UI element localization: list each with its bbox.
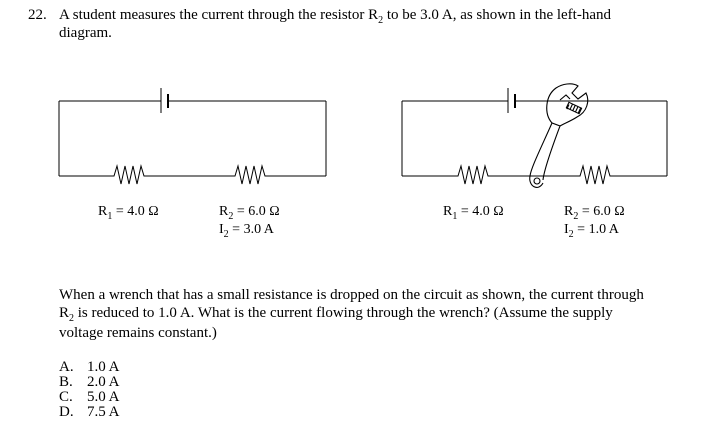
left-resistors <box>59 164 326 185</box>
wrench-hole <box>533 177 541 185</box>
left-circuit <box>58 88 327 185</box>
question-stem-line2: diagram. <box>59 25 112 41</box>
question-stem-line1: A student measures the current through t… <box>59 7 611 26</box>
left-r1-label: R1 = 4.0 Ω <box>98 204 159 222</box>
choice-d[interactable]: D.7.5 A <box>59 404 120 420</box>
wrench-drawing <box>529 83 589 188</box>
right-circuit <box>401 88 668 185</box>
choice-a[interactable]: A.1.0 A <box>59 359 120 375</box>
right-r2-label: R2 = 6.0 Ω <box>564 204 625 222</box>
choice-b[interactable]: B.2.0 A <box>59 374 120 390</box>
wrench-worm-gear <box>565 101 583 115</box>
left-r2-label: R2 = 6.0 Ω <box>219 204 280 222</box>
paragraph-line2: R2 is reduced to 1.0 A. What is the curr… <box>59 305 613 324</box>
question-paragraph: When a wrench that has a small resistanc… <box>59 286 699 342</box>
answer-choices: A.1.0 A B.2.0 A C.5.0 A D.7.5 A <box>59 360 120 420</box>
left-i2-label: I2 = 3.0 A <box>219 222 274 240</box>
right-i2-label: I2 = 1.0 A <box>564 222 619 240</box>
right-r1-label: R1 = 4.0 Ω <box>443 204 504 222</box>
question-number: 22. <box>28 7 47 23</box>
choice-c[interactable]: C.5.0 A <box>59 389 120 405</box>
paragraph-line3: voltage remains constant.) <box>59 325 217 341</box>
paragraph-line1: When a wrench that has a small resistanc… <box>59 287 644 303</box>
